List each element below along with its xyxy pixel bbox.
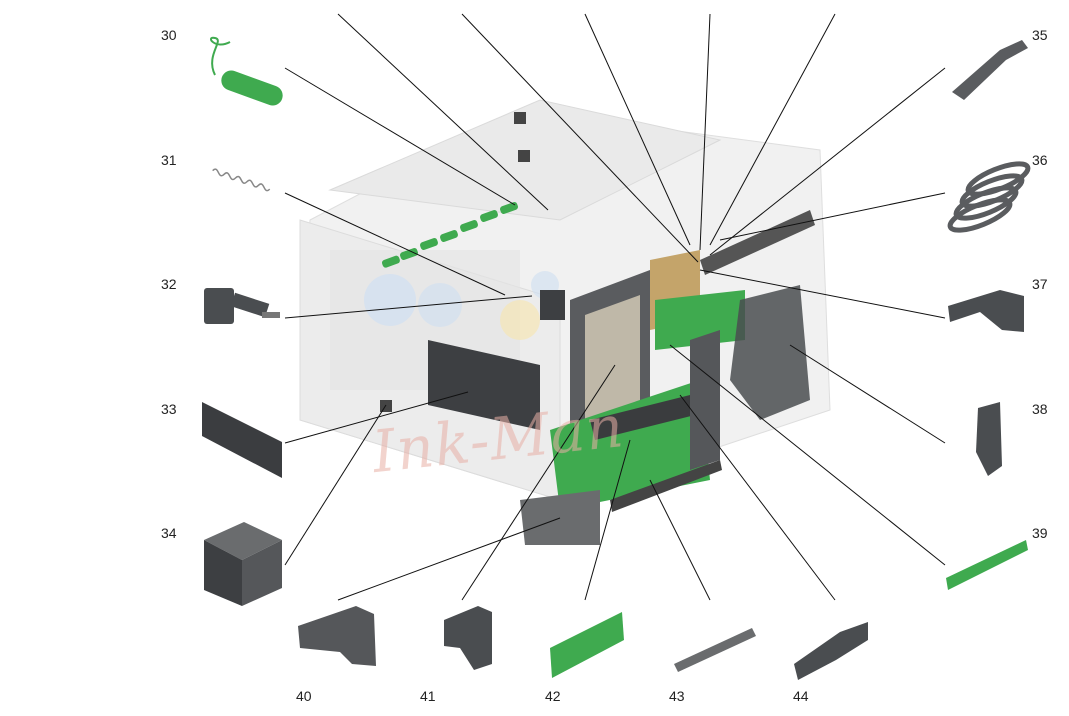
- part-41-frame-bracket: [444, 606, 492, 670]
- leader-lines: [284, 13, 946, 601]
- installed-springs: [381, 202, 518, 268]
- part-34-block: [204, 522, 282, 606]
- callout-31: 31: [161, 152, 177, 168]
- callout-40: 40: [296, 688, 312, 704]
- part-30-spring-sleeve: [210, 36, 283, 106]
- callout-33: 33: [161, 401, 177, 417]
- part-36-large-spring: [947, 161, 1031, 233]
- callout-37: 37: [1032, 276, 1048, 292]
- callout-32: 32: [161, 276, 177, 292]
- part-37-bracket: [948, 290, 1024, 332]
- callout-42: 42: [545, 688, 561, 704]
- part-31-coil-spring: [212, 168, 271, 192]
- part-40-bracket: [298, 606, 376, 666]
- callout-43: 43: [669, 688, 685, 704]
- part-43-rail: [674, 628, 756, 672]
- callout-39: 39: [1032, 525, 1048, 541]
- part-32-solenoid: [204, 288, 280, 324]
- part-35-arm: [952, 40, 1028, 100]
- callout-38: 38: [1032, 401, 1048, 417]
- callout-44: 44: [793, 688, 809, 704]
- callout-34: 34: [161, 525, 177, 541]
- part-44-guide: [794, 622, 868, 680]
- part-42-circuit-board: [550, 612, 624, 678]
- assembled-frame: [380, 112, 815, 545]
- part-38-vertical-bracket: [976, 402, 1002, 476]
- callout-35: 35: [1032, 27, 1048, 43]
- part-33-cover-plate: [202, 402, 282, 478]
- callout-41: 41: [420, 688, 436, 704]
- part-39-strip-board: [946, 540, 1028, 590]
- callout-36: 36: [1032, 152, 1048, 168]
- callout-30: 30: [161, 27, 177, 43]
